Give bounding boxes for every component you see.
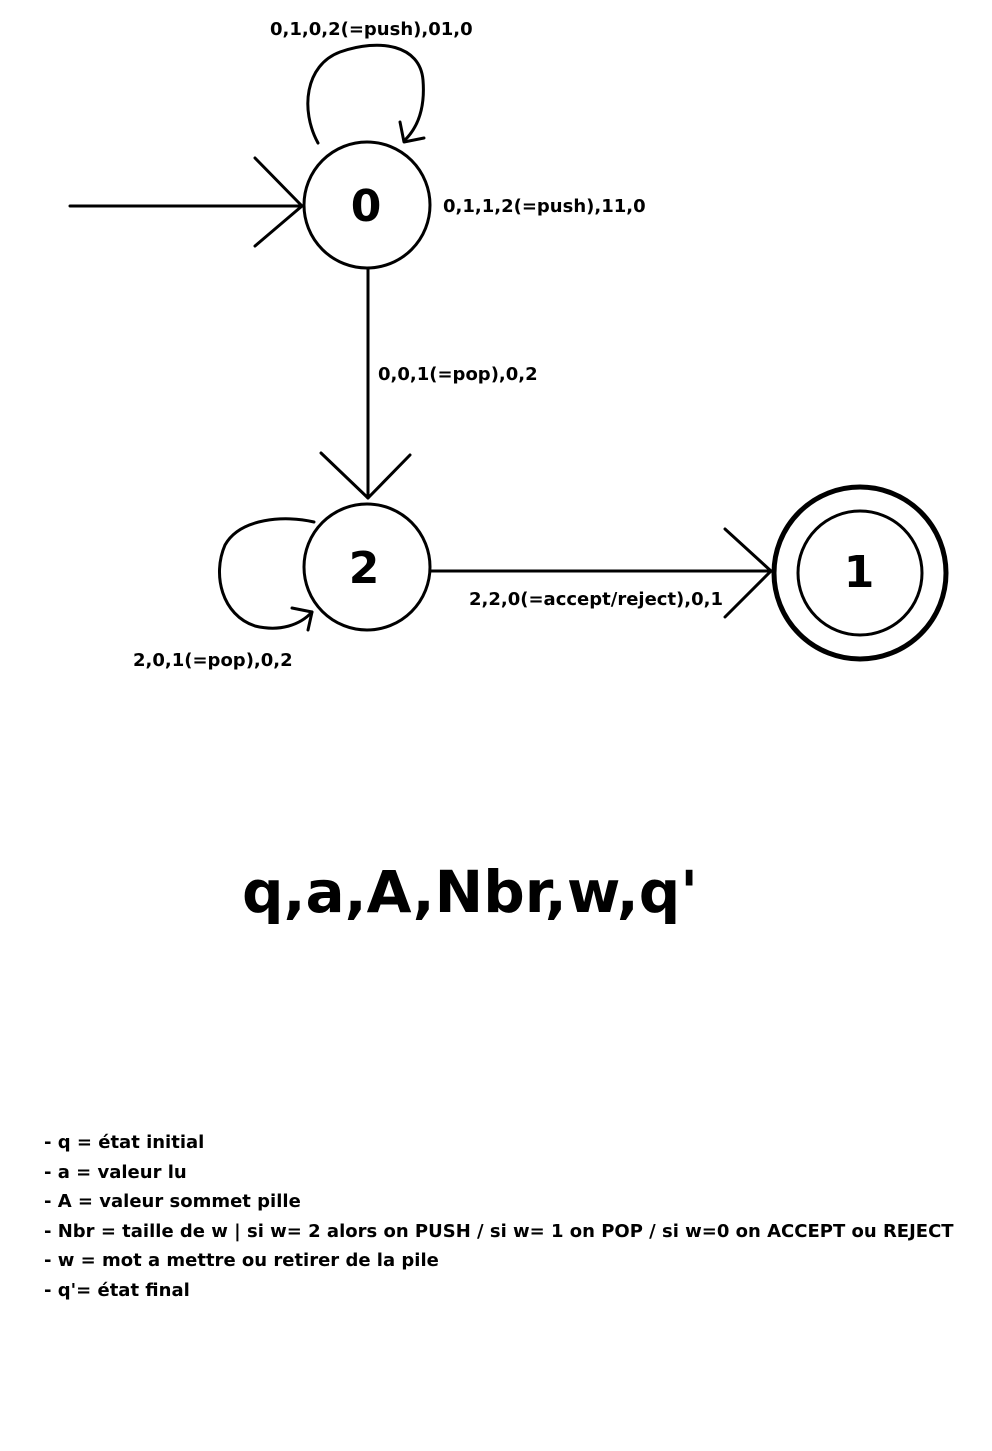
state-1-outer-circle bbox=[771, 484, 949, 662]
automaton-diagram: 0 2 1 0,1,0,2(=push),01,0 0,1,1,2(=push)… bbox=[68, 19, 949, 671]
legend-item-q-prime: - q'= état final bbox=[44, 1279, 190, 1301]
legend-item-w: - w = mot a mettre ou retirer de la pile bbox=[44, 1250, 439, 1272]
loop-q2-arc bbox=[217, 517, 316, 630]
edge-q0-q2-arrow-head bbox=[319, 451, 412, 500]
edge-q2-q1-label: 2,2,0(=accept/reject),0,1 bbox=[469, 589, 723, 610]
legend-item-nbr: - Nbr = taille de w | si w= 2 alors on P… bbox=[44, 1220, 954, 1242]
loop-q2-label: 2,0,1(=pop),0,2 bbox=[133, 650, 293, 671]
state-1-label: 1 bbox=[844, 547, 875, 598]
state-0-label: 0 bbox=[351, 181, 382, 232]
legend-item-q: - q = état initial bbox=[44, 1132, 205, 1153]
legend-list: - q = état initial - a = valeur lu - A =… bbox=[44, 1128, 954, 1306]
state-1-inner-circle bbox=[796, 509, 924, 637]
edge-q2-q1-arrow-head bbox=[723, 527, 773, 619]
edge-q0-q2-label: 0,0,1(=pop),0,2 bbox=[378, 364, 538, 385]
loop-q0-arrow-head bbox=[398, 120, 426, 144]
loop-q0-top-label: 0,1,0,2(=push),01,0 bbox=[270, 19, 473, 40]
transition-format-formula: q,a,A,Nbr,w,q' bbox=[241, 858, 699, 926]
loop-q0-arc bbox=[306, 43, 425, 145]
loop-q2-arrow-head bbox=[290, 606, 314, 632]
state-2-circle bbox=[302, 502, 432, 632]
state-2-label: 2 bbox=[349, 543, 380, 594]
initial-arrow-head bbox=[253, 156, 304, 248]
legend-item-A: - A = valeur sommet pille bbox=[44, 1191, 301, 1213]
loop-q0-right-label: 0,1,1,2(=push),11,0 bbox=[443, 196, 646, 217]
legend-item-a: - a = valeur lu bbox=[44, 1161, 187, 1183]
